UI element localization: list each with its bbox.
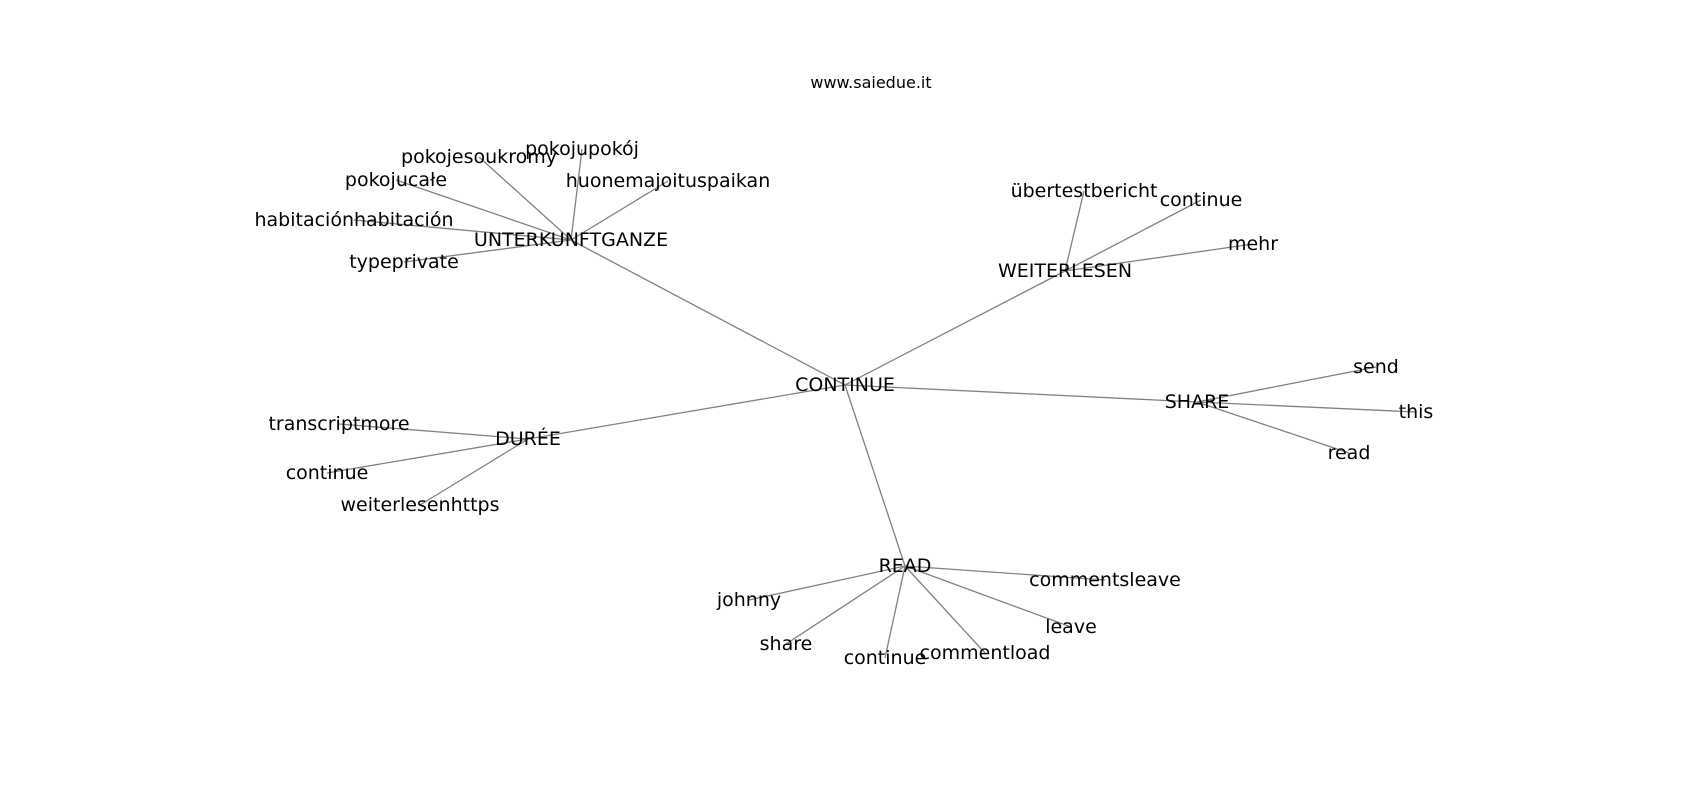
node-label-weiterlesen: WEITERLESEN <box>998 260 1132 282</box>
edge-weiterlesen-ubertestbericht <box>1064 190 1085 272</box>
node-label-pokojupokoj: pokojupokój <box>525 138 639 160</box>
node-label-pokojesoukromy: pokojesoukromy <box>401 146 557 168</box>
edge-weiterlesen-continue_w <box>1064 199 1202 272</box>
node-label-leave: leave <box>1045 616 1097 638</box>
node-label-this: this <box>1399 401 1434 423</box>
edge-duree-weiterlesenhttps <box>419 438 529 506</box>
edge-read-share_r <box>785 565 906 645</box>
node-label-huonemajoituspaikan: huonemajoituspaikan <box>566 170 771 192</box>
edge-read-commentload <box>904 565 986 654</box>
edge-share-read_s <box>1196 401 1350 454</box>
node-label-share: SHARE <box>1165 391 1230 413</box>
node-label-pokojucale: pokojucałe <box>345 169 447 191</box>
edge-continue_root-read <box>844 384 906 567</box>
node-label-continue_r: continue <box>844 647 927 669</box>
edge-read-leave <box>904 565 1072 628</box>
edge-unterkunftganze-huonemajoituspaikan <box>570 180 669 241</box>
node-label-read_s: read <box>1328 442 1371 464</box>
node-label-typeprivate: typeprivate <box>349 251 459 273</box>
node-label-continue_w: continue <box>1160 189 1243 211</box>
edge-unterkunftganze-pokojupokoj <box>570 148 583 241</box>
node-label-ubertestbericht: übertestbericht <box>1011 180 1158 202</box>
edge-group <box>326 148 1417 659</box>
edge-read-johnny <box>748 565 906 601</box>
edge-weiterlesen-mehr <box>1064 243 1254 272</box>
edge-continue_root-share <box>844 384 1198 403</box>
node-label-johnny: johnny <box>716 589 781 611</box>
node-label-weiterlesenhttps: weiterlesenhttps <box>341 494 500 516</box>
edge-read-continue_r <box>884 565 906 659</box>
diagram-title: www.saiedue.it <box>810 73 931 92</box>
edge-continue_root-duree <box>527 384 846 440</box>
node-label-group: CONTINUE UNTERKUNFTGANZE WEITERLESEN SHARE D… <box>254 138 1433 669</box>
edge-continue_root-unterkunftganze <box>570 239 846 386</box>
node-label-commentsleave: commentsleave <box>1029 569 1181 591</box>
node-label-habitacion: habitaciónhabitación <box>254 209 453 231</box>
node-label-continue_root: CONTINUE <box>795 374 895 396</box>
node-label-share_r: share <box>760 633 813 655</box>
node-label-duree: DURÉE <box>495 427 561 450</box>
node-label-continue_d: continue <box>286 462 369 484</box>
edge-unterkunftganze-pokojesoukromy <box>478 156 572 241</box>
node-label-unterkunftganze: UNTERKUNFTGANZE <box>474 229 668 251</box>
edge-read-commentsleave <box>904 565 1106 581</box>
edge-continue_root-weiterlesen <box>844 270 1066 386</box>
edge-share-send <box>1196 366 1377 403</box>
node-label-send: send <box>1353 356 1399 378</box>
node-label-read: READ <box>879 555 932 577</box>
edge-duree-transcriptmore <box>338 423 529 440</box>
edge-unterkunftganze-typeprivate <box>403 239 572 263</box>
node-label-mehr: mehr <box>1228 233 1278 255</box>
edge-share-this <box>1196 401 1417 413</box>
node-label-commentload: commentload <box>920 642 1051 664</box>
edge-duree-continue_d <box>326 438 529 474</box>
node-label-transcriptmore: transcriptmore <box>268 413 409 435</box>
edge-unterkunftganze-pokojucale <box>395 179 572 241</box>
edge-unterkunftganze-habitacion <box>353 219 572 241</box>
